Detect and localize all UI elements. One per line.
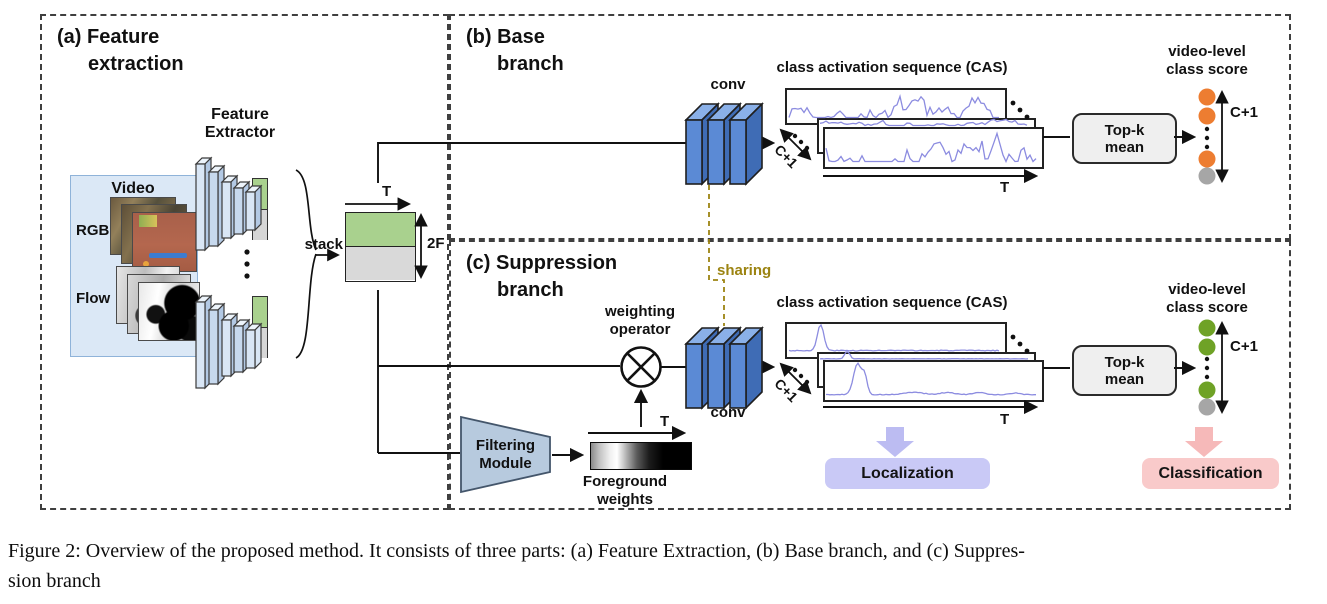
panel-base-branch-box	[449, 14, 1291, 240]
score-c1-label-base: C+1	[1230, 104, 1258, 121]
topk-label-1: Top-k	[1104, 353, 1145, 371]
fg-t-label: T	[660, 413, 670, 430]
classification-tag: Classification	[1142, 458, 1279, 489]
flow-label: Flow	[76, 290, 111, 307]
topk-label-1: Top-k	[1104, 121, 1145, 139]
panel-feature-extraction-box	[40, 14, 449, 510]
foreground-weights-bar	[590, 442, 692, 470]
feature-vector-rgb	[252, 178, 268, 240]
conv-label-base: conv	[710, 76, 746, 93]
rgb-label: RGB	[76, 222, 110, 239]
cas-title-suppression: class activation sequence (CAS)	[776, 294, 1008, 311]
cas-b-front	[823, 127, 1044, 169]
figure-caption-line1: Figure 2: Overview of the proposed metho…	[8, 540, 1025, 562]
topk-label-2: mean	[1104, 138, 1145, 156]
video-title: Video	[111, 180, 155, 197]
matrix-t-label: T	[382, 183, 392, 200]
conv-label-suppression: conv	[710, 404, 746, 421]
stack-label: stack	[304, 236, 343, 253]
feature-matrix	[345, 212, 416, 282]
rgb-court-line	[149, 253, 187, 258]
panel-suppression-branch-box	[449, 240, 1291, 510]
matrix-2f-label: 2F	[427, 235, 445, 252]
topk-mean-base: Top-k mean	[1072, 113, 1177, 164]
flow-frame-front	[138, 282, 200, 341]
localization-label: Localization	[861, 464, 954, 482]
rgb-detail-player	[139, 215, 157, 227]
foreground-weights-label: Foreground weights	[582, 473, 668, 508]
localization-tag: Localization	[825, 458, 990, 489]
score-c1-label-suppression: C+1	[1230, 338, 1258, 355]
feature-vector-flow	[252, 296, 268, 358]
topk-mean-suppression: Top-k mean	[1072, 345, 1177, 396]
cas-t-label-base: T	[1000, 179, 1010, 196]
cas-c-front	[823, 360, 1044, 402]
classification-label: Classification	[1158, 464, 1263, 482]
rgb-detail-dot	[143, 261, 149, 267]
cas-title-base: class activation sequence (CAS)	[776, 59, 1008, 76]
sharing-label: sharing	[717, 262, 772, 279]
rgb-frame-front	[132, 212, 197, 272]
cas-t-label-suppression: T	[1000, 411, 1010, 428]
topk-label-2: mean	[1104, 370, 1145, 388]
figure-caption-line2: sion branch	[8, 570, 101, 592]
